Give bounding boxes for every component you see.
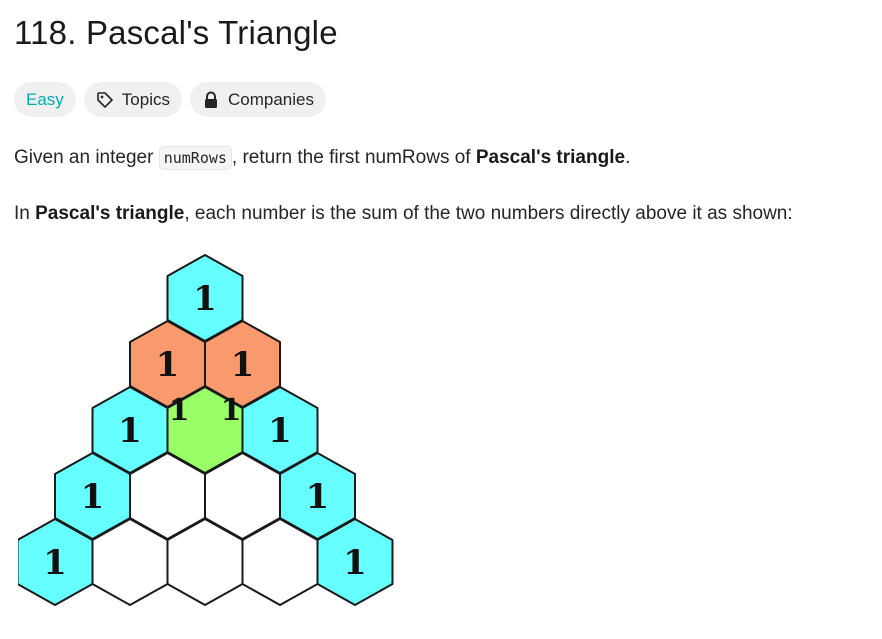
description-paragraph-1: Given an integer numRows, return the fir… [14, 146, 631, 170]
lock-icon [202, 91, 220, 109]
problem-tags: Easy Topics Companies [14, 82, 326, 117]
cell-value-label: 1 [343, 543, 367, 583]
cell-value-label: 1 [306, 477, 330, 517]
inline-code-numrows: numRows [158, 146, 232, 170]
topics-label: Topics [121, 89, 170, 109]
cell-value-label: 1 [193, 279, 217, 319]
cell-value-label: 1 [231, 345, 255, 385]
hex-cell-r4-c4 [316, 518, 394, 606]
companies-label: Companies [227, 89, 314, 109]
cell-value-label: 1 [81, 477, 105, 517]
topics-button[interactable]: Topics [83, 82, 182, 117]
cell-value-label: 1 [43, 543, 67, 583]
difficulty-badge[interactable]: Easy [14, 82, 76, 117]
cell-value-label: 1 [268, 411, 292, 451]
companies-button[interactable]: Companies [189, 82, 326, 117]
cell-value-label: 1 [169, 393, 190, 428]
cell-value-label: 1 [221, 393, 242, 428]
cell-value-label: 1 [156, 345, 180, 385]
problem-title: 118. Pascal's Triangle [14, 14, 338, 51]
tag-icon [96, 91, 114, 109]
description-paragraph-2: In Pascal's triangle, each number is the… [14, 203, 793, 224]
difficulty-label: Easy [26, 89, 64, 109]
cell-value-label: 1 [118, 411, 142, 451]
